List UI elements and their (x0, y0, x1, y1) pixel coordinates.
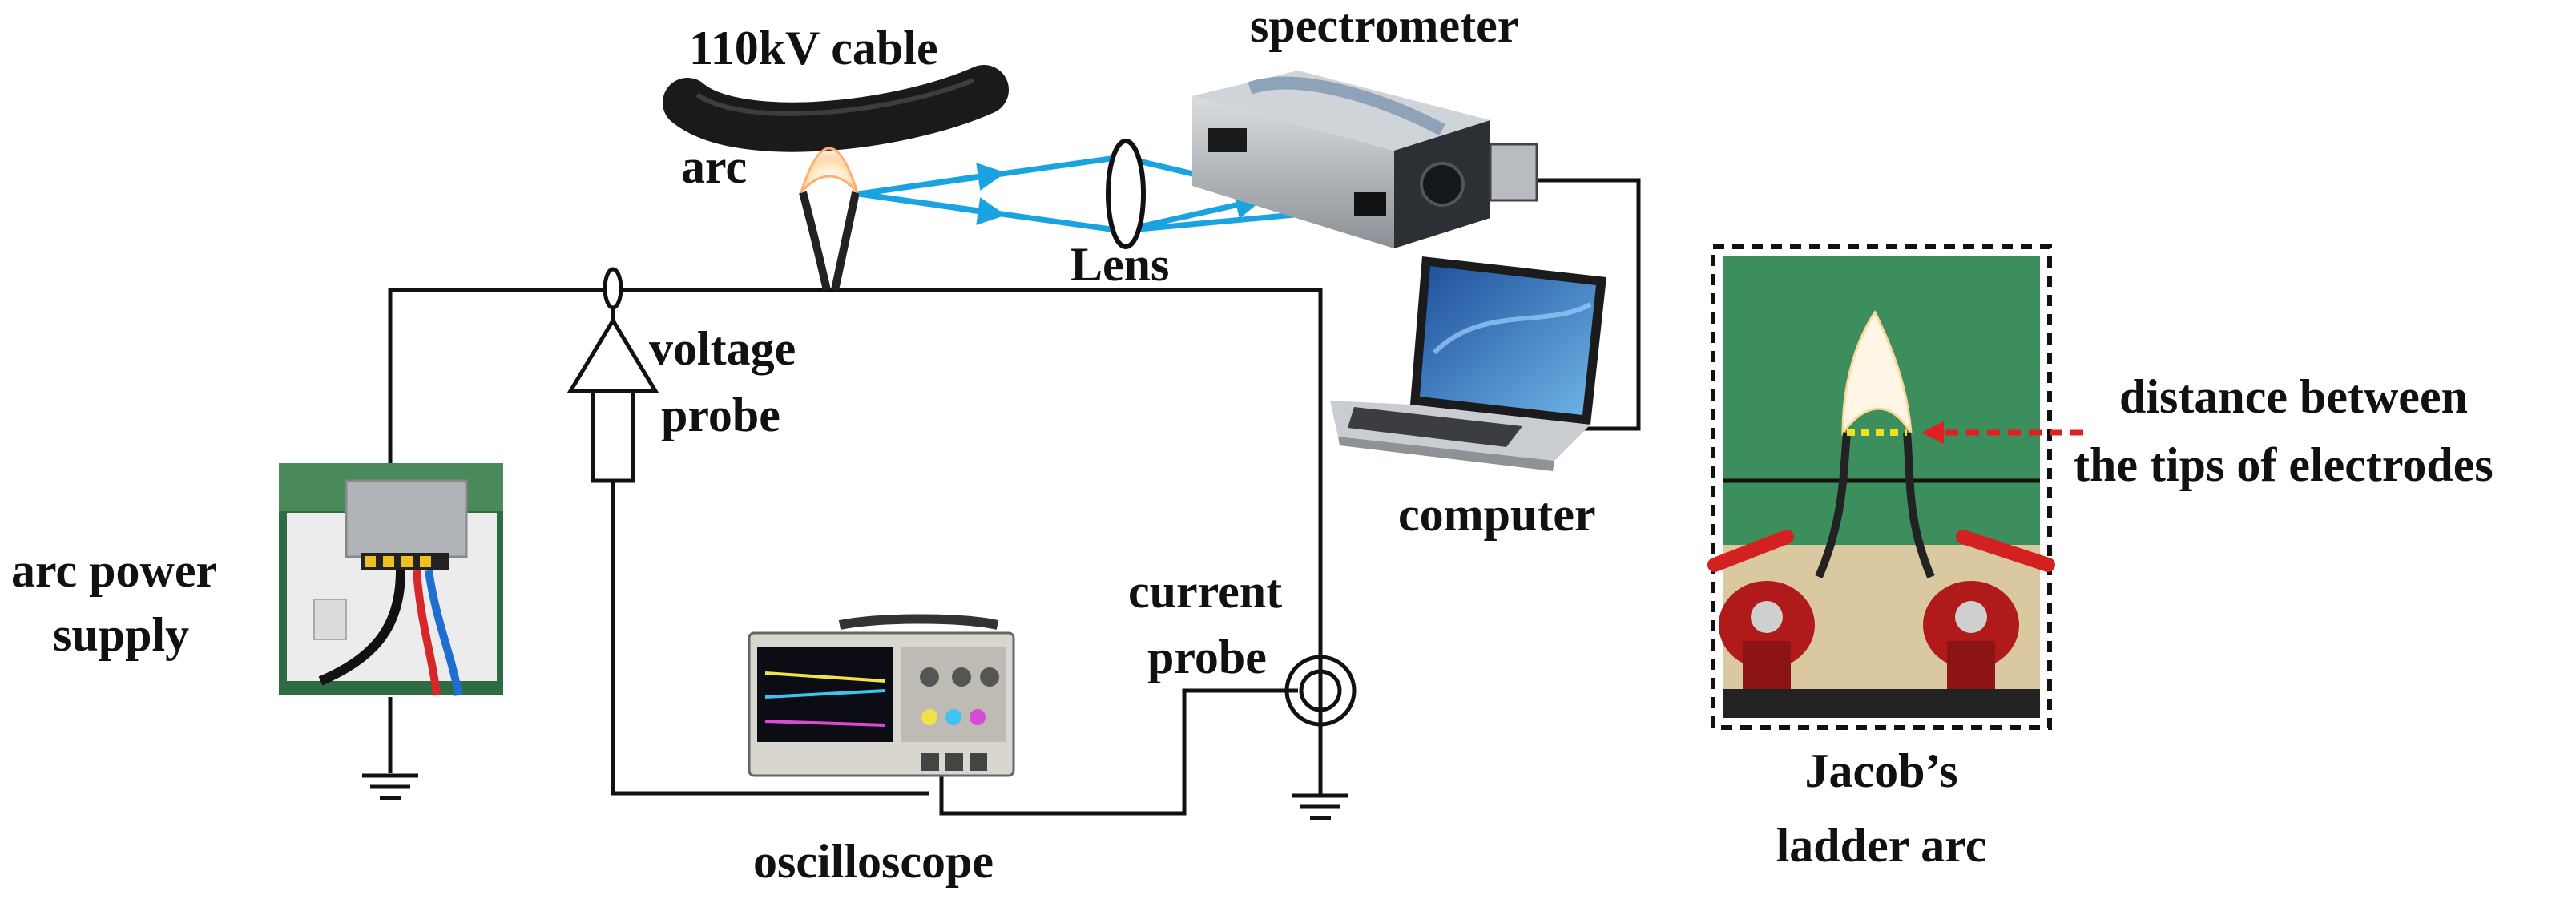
ladder-arc-flame (1841, 310, 1913, 437)
wire-top-right (837, 288, 1323, 761)
label-voltage-probe: probe (661, 389, 780, 441)
label-lens: Lens (1070, 238, 1170, 291)
wire-computer (1537, 178, 1641, 431)
ground-symbol-left (362, 773, 418, 800)
label-oscilloscope: oscilloscope (753, 835, 994, 888)
label-supply: supply (53, 608, 190, 661)
wire-top-left (388, 288, 837, 473)
label-jacob: Jacob’s (1804, 744, 1958, 797)
arc-electrodes (799, 147, 860, 292)
lens-icon (1106, 139, 1146, 249)
label-distance-2: the tips of electrodes (2074, 438, 2493, 491)
arc-power-supply-image (279, 463, 503, 696)
label-spectrometer: spectrometer (1250, 0, 1519, 52)
wire-voltage-probe (611, 481, 929, 796)
label-cable: 110kV cable (689, 22, 938, 75)
label-ladder-arc: ladder arc (1776, 819, 1987, 872)
spectrometer-image (1192, 71, 1538, 248)
label-arc: arc (681, 140, 748, 193)
current-probe-icon (1284, 655, 1357, 727)
wire-current-probe (939, 688, 1298, 816)
oscilloscope-image (748, 614, 1015, 777)
label-voltage: voltage (649, 322, 796, 375)
label-computer: computer (1398, 488, 1596, 541)
label-current-probe: probe (1147, 631, 1267, 683)
cable-image (663, 65, 1009, 152)
label-distance-1: distance between (2119, 370, 2468, 423)
jacob-ladder-photo (1707, 244, 2055, 730)
computer-image (1330, 256, 1606, 471)
circuit-wires (388, 178, 1641, 816)
ground-symbol-right (1292, 793, 1348, 820)
arc-flame (800, 147, 859, 193)
label-current: current (1128, 565, 1283, 618)
voltage-probe-icon (566, 267, 659, 483)
label-arc-power: arc power (11, 544, 218, 597)
